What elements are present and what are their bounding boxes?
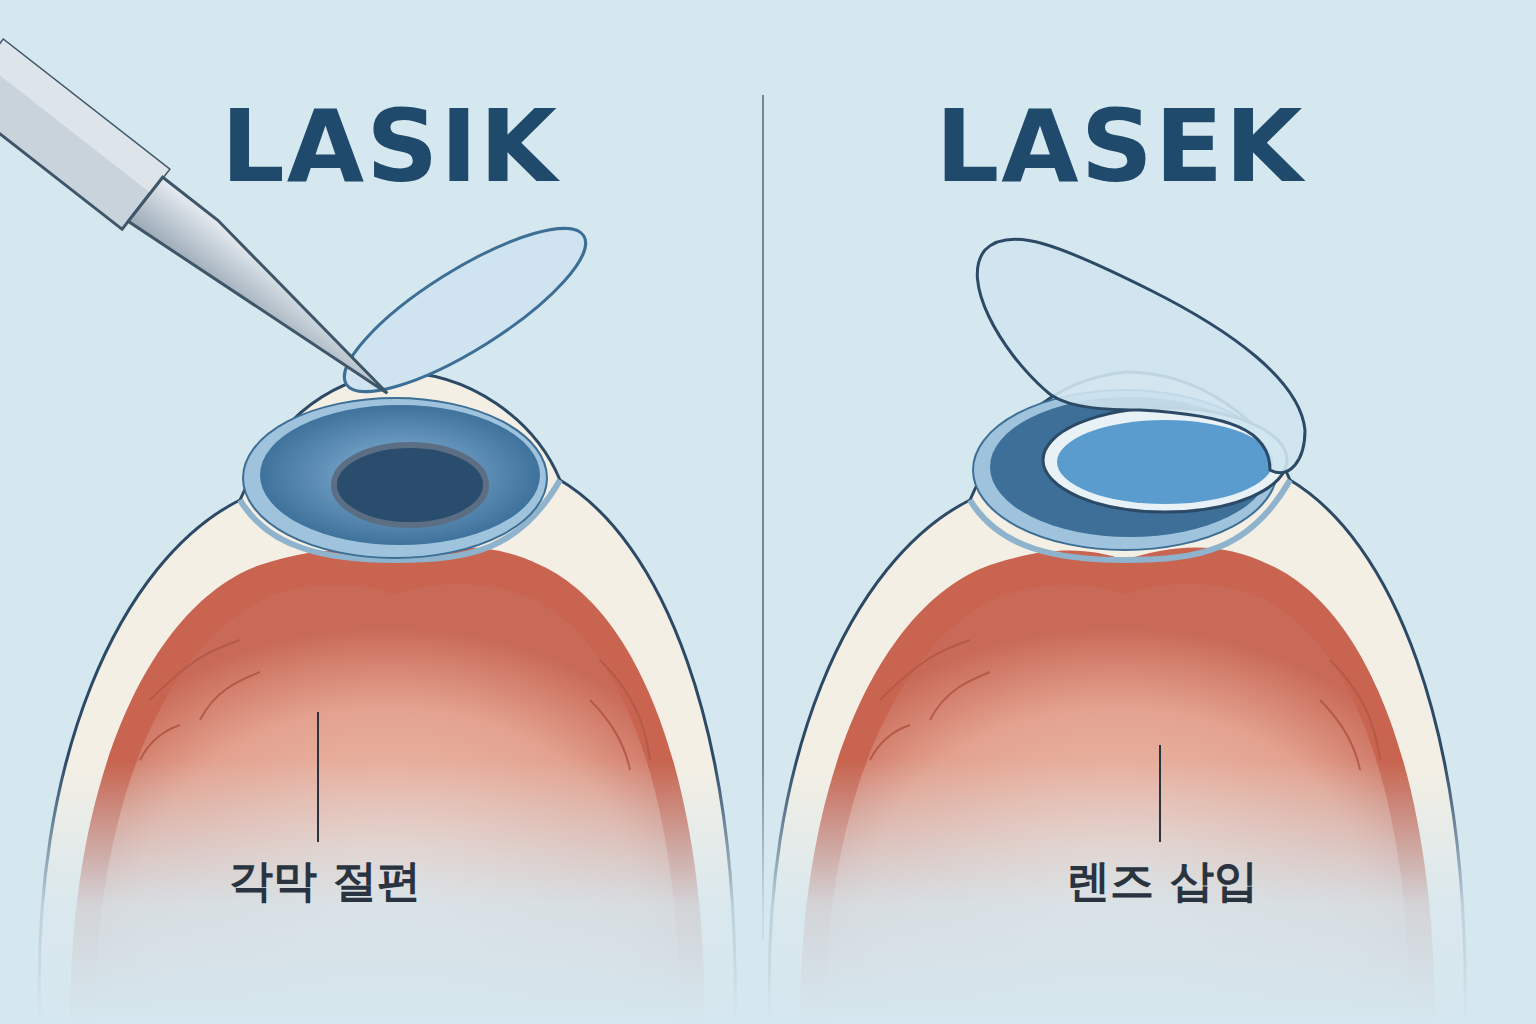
fade: [0, 760, 1536, 1024]
panel-title: LASIK: [221, 88, 559, 205]
corneal-flap: [325, 202, 605, 418]
epithelial-flap: [977, 239, 1305, 472]
panel-title: LASEK: [936, 88, 1305, 205]
part-label: 렌즈 삽입: [1066, 852, 1257, 911]
leader-line: [317, 712, 319, 842]
part-label: 각막 절편: [229, 852, 420, 911]
leader-line: [1159, 745, 1161, 842]
